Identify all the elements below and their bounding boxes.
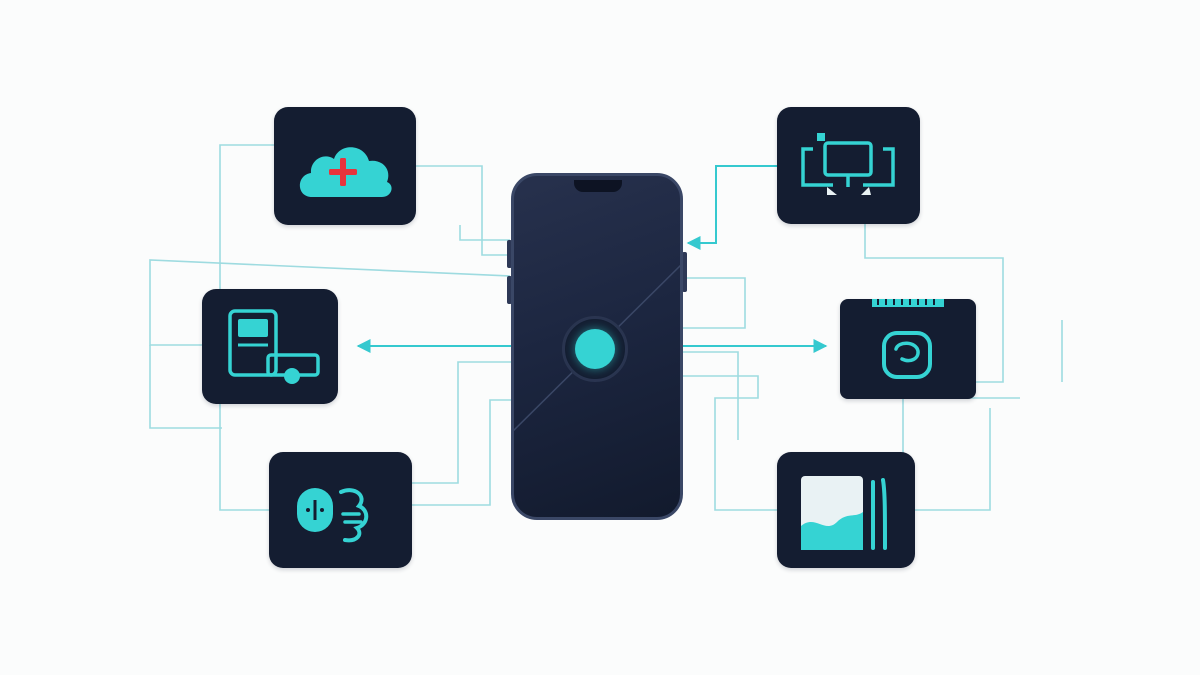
cloud-plus-icon: [299, 147, 392, 197]
sim-card-label: SIM: [811, 486, 844, 507]
computer-sync-tile[interactable]: [777, 107, 920, 224]
phone-hub-button[interactable]: [562, 316, 628, 382]
memory-chip-icon: [872, 299, 944, 379]
phone-volume-button: [507, 276, 512, 304]
phone-notch: [574, 180, 622, 192]
hub-core: [575, 329, 615, 369]
sim-card-icon: SIM: [801, 476, 887, 550]
phone-transfer-tile[interactable]: [202, 289, 338, 404]
earbuds-icon: [297, 488, 369, 543]
computer-sync-icon: [801, 133, 895, 195]
phone-volume-button: [507, 240, 512, 268]
cloud-tile[interactable]: [274, 107, 416, 225]
sim-card-tile[interactable]: SIM: [777, 452, 915, 568]
earbuds-tile[interactable]: [269, 452, 412, 568]
phone-power-button: [682, 252, 687, 292]
memory-chip-tile[interactable]: [840, 299, 976, 399]
phone-transfer-icon: [228, 309, 320, 384]
